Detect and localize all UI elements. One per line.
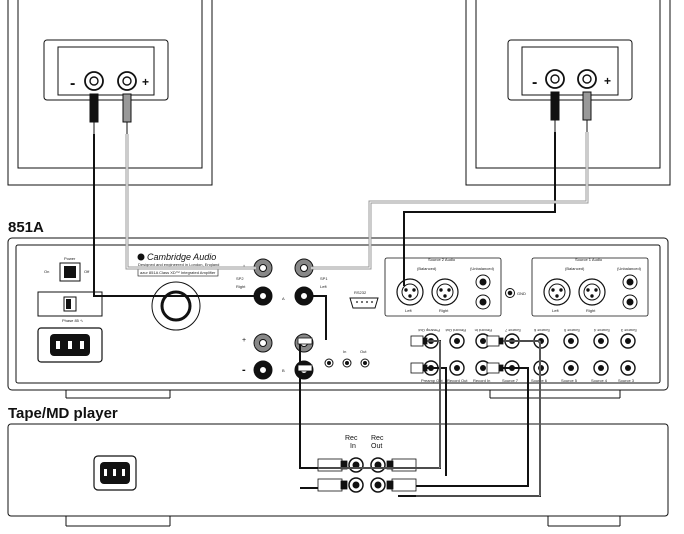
left-speaker-minus-label: - (70, 75, 75, 92)
source1-rca-jacks[interactable] (622, 274, 638, 310)
tape-rec-out-label-1: Rec (371, 435, 384, 442)
ir-out-label: Out (360, 349, 367, 354)
amp-vent (151, 281, 201, 331)
rca-jack-pin (625, 338, 631, 344)
rs232-label: RS232 (354, 290, 367, 295)
tape-rec-in-label-2: In (350, 443, 356, 450)
source2-xlr-right[interactable] (431, 278, 459, 306)
voltage-selector[interactable] (37, 291, 103, 317)
rca-jack-pin (598, 338, 604, 344)
source1-xlr-right-label: Right (586, 308, 596, 313)
ir-in-label: In (343, 349, 346, 354)
source1-xlr-right[interactable] (578, 278, 606, 306)
spk-sp1-label: SP1 (320, 276, 328, 281)
source1-xlr-left[interactable] (543, 278, 571, 306)
source2-xlr-left[interactable] (396, 278, 424, 306)
rca-top-label: Record Out (445, 328, 466, 333)
rca-top-label: Source 4 (593, 328, 610, 333)
rca-bottom-label: Source 4 (591, 378, 608, 383)
rca-jack-pin (454, 338, 460, 344)
source2-unbalanced: (Unbalanced) (470, 266, 495, 271)
signal-cables-outline (318, 340, 541, 497)
left-speaker-plus-label: + (142, 75, 149, 89)
source2-rca-jacks[interactable] (475, 274, 491, 310)
speaker-cables-left-link (311, 295, 327, 340)
source1-balanced: (Balanced) (565, 266, 585, 271)
right-speaker (465, 0, 671, 186)
rs232-port[interactable] (349, 297, 379, 309)
spk-b-label: B (282, 368, 285, 373)
rca-jack-pin (625, 365, 631, 371)
source1-title: Source 1 Audio (575, 257, 603, 262)
iec-mains-socket[interactable] (37, 327, 103, 363)
rca-top-label: Preamp Out (418, 328, 440, 333)
rca-bottom-label: Source 5 (561, 378, 578, 383)
amplifier-heading: 851A (8, 219, 44, 236)
rca-top-label: Source 6 (533, 328, 550, 333)
left-speaker (7, 0, 213, 186)
amplifier-body (7, 237, 669, 399)
rca-top-label: Source 5 (563, 328, 580, 333)
source2-title: Source 2 Audio (428, 257, 456, 262)
gnd-label: GND (517, 291, 526, 296)
rca-jack-pin (480, 365, 486, 371)
speaker-cables-grey (125, 132, 589, 270)
brand-name: Cambridge Audio (147, 252, 216, 262)
rca-jack-pin (454, 365, 460, 371)
power-off-label: Off (84, 269, 90, 274)
tape-rca-plugs (317, 458, 417, 492)
tape-rec-jacks[interactable] (348, 457, 386, 493)
rca-top-label: Source 7 (504, 328, 521, 333)
rca-bottom-label: Record In (473, 378, 490, 383)
tape-rec-out-label-2: Out (371, 443, 382, 450)
spk-sp2-label: SP2 (236, 276, 244, 281)
rca-bottom-label: Source 3 (618, 378, 635, 383)
source2-panel (384, 257, 502, 317)
right-speaker-minus-label: - (532, 74, 537, 91)
model-line: azur 851A Class XD™ Integrated Amplifier (140, 270, 216, 275)
rca-jack-pin (480, 338, 486, 344)
power-on-label: On (44, 269, 49, 274)
spk-a-label: A (282, 296, 285, 301)
power-switch[interactable] (59, 262, 81, 282)
rca-top-label: Record In (475, 328, 492, 333)
tape-iec-socket[interactable] (93, 455, 137, 491)
source1-unbalanced: (Unbalanced) (617, 266, 642, 271)
rca-bottom-label: Preamp Out (421, 378, 443, 383)
rca-bottom-label: Source 7 (502, 378, 519, 383)
source1-panel (531, 257, 649, 317)
spk-plus-label: + (242, 337, 246, 344)
spk-minus-label: - (242, 364, 246, 376)
voltage-label: Phase 85 ∿ (62, 318, 83, 323)
rca-jack-pin (598, 365, 604, 371)
source2-xlr-left-label: Left (405, 308, 413, 313)
spk-left-label: Left (320, 284, 328, 289)
source2-balanced: (Balanced) (417, 266, 437, 271)
cable-plug-bodies (297, 337, 313, 372)
amp-record-plugs (410, 335, 504, 374)
brand-logo-icon (137, 253, 145, 261)
source1-xlr-left-label: Left (552, 308, 560, 313)
right-speaker-plus-label: + (604, 74, 611, 88)
speaker-cables-black (93, 132, 556, 297)
rca-bottom-label: Record Out (447, 378, 468, 383)
rca-top-label: Source 3 (620, 328, 637, 333)
tape-heading: Tape/MD player (8, 405, 118, 422)
source2-xlr-right-label: Right (439, 308, 449, 313)
ir-jacks[interactable] (324, 358, 370, 368)
speaker-plugs (89, 91, 592, 134)
tape-body (7, 423, 669, 527)
tape-rec-in-label-1: Rec (345, 435, 358, 442)
spk-right-label: Right (236, 284, 246, 289)
rca-jack-pin (568, 338, 574, 344)
brand-tagline: Designed and engineered in London, Engla… (138, 262, 219, 267)
gnd-terminal[interactable] (505, 288, 515, 298)
power-label: Power (64, 256, 76, 261)
rca-jack-pin (568, 365, 574, 371)
